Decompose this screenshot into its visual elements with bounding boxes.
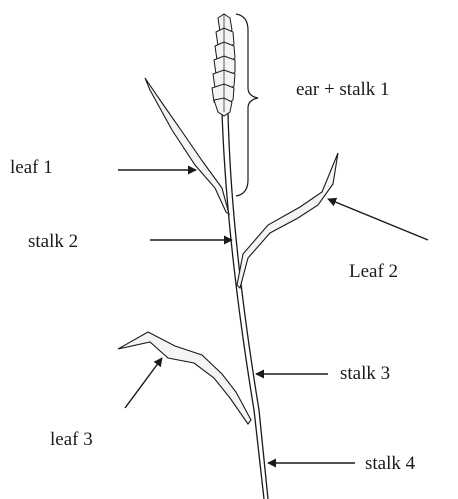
leaf-3-blade <box>118 332 251 424</box>
arrow-leaf-3 <box>125 358 162 408</box>
arrow-leaf-2 <box>328 199 428 240</box>
label-stalk-3: stalk 3 <box>340 364 390 383</box>
label-leaf-3: leaf 3 <box>50 430 93 449</box>
label-stalk-4: stalk 4 <box>365 454 415 473</box>
ear-bracket <box>236 14 258 196</box>
wheat-ear <box>212 14 235 116</box>
main-stalk <box>222 112 268 499</box>
label-leaf-1: leaf 1 <box>10 158 53 177</box>
leaf-2-blade <box>237 153 338 288</box>
label-ear-stalk-1: ear + stalk 1 <box>296 80 390 99</box>
label-leaf-2: Leaf 2 <box>349 262 398 281</box>
label-stalk-2: stalk 2 <box>28 232 78 251</box>
